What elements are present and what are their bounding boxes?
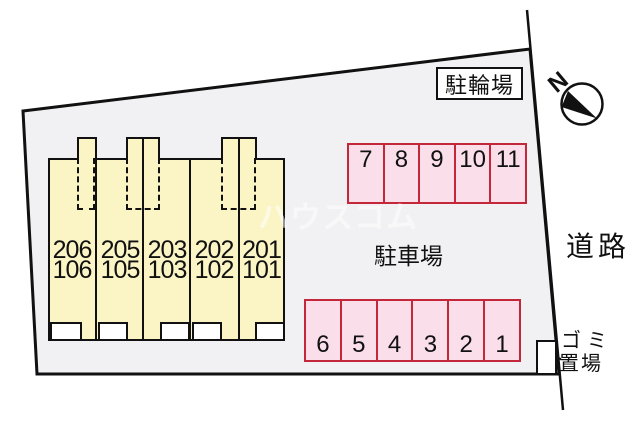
- garbage-label-line2: 置場: [559, 353, 603, 375]
- unit-label-column-1: 206 106: [48, 236, 96, 284]
- stairwell-dashed-1: [77, 158, 95, 210]
- parking-row-bottom: 6 5 4 3 2 1: [304, 299, 521, 362]
- parking-stall-number: 6: [316, 331, 330, 358]
- garbage-area-box: [536, 340, 557, 375]
- unit-number-upper: 206: [52, 236, 93, 264]
- parking-stall-6: 6: [306, 301, 340, 360]
- parking-lot-label: 駐車場: [374, 243, 443, 269]
- unit-divider-1: [95, 158, 97, 341]
- road-label: 道路: [566, 231, 631, 262]
- unit-number-upper: 202: [194, 236, 235, 264]
- entrance-notch-4: [192, 322, 222, 341]
- stairwell-dashed-2: [126, 158, 160, 210]
- parking-stall-1: 1: [483, 301, 519, 360]
- unit-label-column-3: 203 103: [143, 236, 191, 284]
- parking-stall-number: 2: [459, 331, 473, 358]
- parking-stall-5: 5: [339, 301, 376, 360]
- parking-stall-11: 11: [489, 145, 525, 202]
- unit-number-lower: 106: [52, 256, 93, 284]
- parking-stall-number: 5: [352, 331, 366, 358]
- entrance-notch-1: [50, 322, 82, 341]
- parking-row-top: 7 8 9 10 11: [347, 143, 527, 204]
- unit-number-lower: 103: [147, 256, 188, 284]
- parking-stall-9: 9: [418, 145, 454, 202]
- unit-label-column-4: 202 102: [190, 236, 238, 284]
- parking-stall-number: 4: [387, 331, 402, 358]
- parking-stall-number: 3: [423, 331, 438, 358]
- unit-divider-2: [142, 139, 144, 341]
- parking-stall-4: 4: [375, 301, 412, 360]
- parking-stall-7: 7: [349, 145, 383, 202]
- unit-label-column-2: 205 105: [96, 236, 144, 284]
- entrance-notch-3: [160, 322, 190, 341]
- entrance-notch-2: [98, 322, 128, 341]
- unit-divider-4: [238, 139, 240, 341]
- parking-stall-number: 8: [394, 146, 409, 173]
- parking-stall-8: 8: [382, 145, 419, 202]
- unit-number-upper: 205: [100, 236, 141, 264]
- garbage-area-label: ゴミ 置場: [559, 330, 613, 376]
- parking-stall-2: 2: [447, 301, 483, 360]
- parking-stall-10: 10: [453, 145, 490, 202]
- unit-number-lower: 102: [194, 256, 235, 284]
- stairwell-dashed-3: [221, 158, 256, 210]
- road-boundary-line: [525, 9, 565, 411]
- unit-number-upper: 201: [242, 236, 282, 264]
- parking-stall-number: 10: [459, 146, 486, 173]
- garbage-label-line1: ゴミ: [561, 330, 613, 352]
- compass-north-icon: N: [543, 66, 604, 126]
- apartment-building: [48, 158, 285, 341]
- parking-stall-number: 1: [495, 331, 509, 358]
- parking-stall-number: 9: [430, 146, 444, 173]
- parking-stall-number: 11: [495, 146, 521, 173]
- unit-number-lower: 105: [100, 256, 141, 284]
- unit-number-lower: 101: [242, 256, 282, 284]
- parking-stall-3: 3: [411, 301, 447, 360]
- entrance-notch-5: [255, 322, 285, 341]
- unit-divider-3: [189, 158, 191, 341]
- unit-number-upper: 203: [147, 236, 188, 264]
- unit-label-column-5: 201 101: [238, 236, 285, 284]
- parking-stall-number: 7: [359, 146, 373, 173]
- building-tab-1: [77, 137, 97, 160]
- bicycle-parking-label: 駐輪場: [436, 67, 523, 100]
